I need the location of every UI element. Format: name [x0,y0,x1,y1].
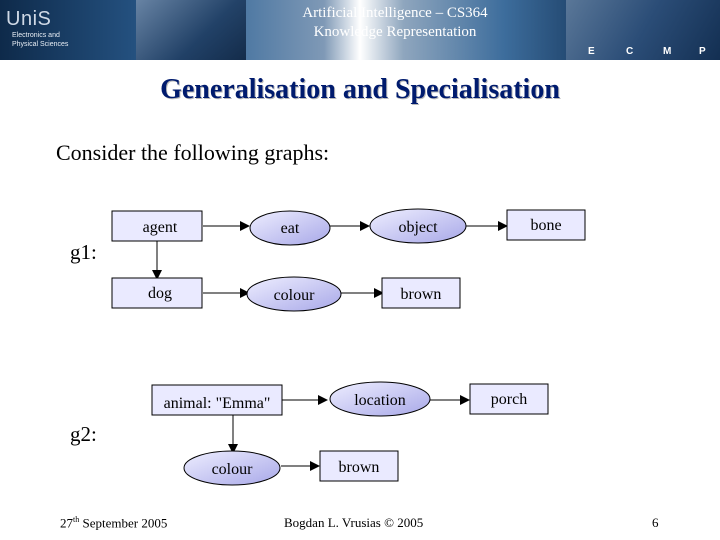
ecmp-letter-m: M [663,46,672,57]
g1-dog-text: dog [148,285,172,302]
g1-eat-text: eat [281,220,300,237]
g1-relation-object: object [369,208,467,244]
g1-object-text: object [398,219,438,236]
university-logo: UniS Electronics and Physical Sciences [6,8,124,54]
g2-concept-brown: brown [319,450,399,482]
g2-brown-text: brown [339,459,380,476]
footer-date-rest: September 2005 [79,515,168,531]
g1-agent-text: agent [143,219,178,236]
course-title-line2: Knowledge Representation [313,24,477,40]
g1-relation-eat: eat [249,210,331,246]
g2-label: g2: [70,422,97,446]
ecmp-letter-p: P [699,46,706,57]
g1-concept-bone: bone [506,209,586,241]
ecmp-letter-c: C [626,46,634,57]
g2-relation-colour: colour [183,450,281,486]
intro-text: Consider the following graphs: [56,140,330,165]
g1-concept-dog: dog [111,277,203,309]
g1-concept-agent: agent [111,210,203,242]
g1-brown-text: brown [401,286,442,303]
footer-page-number: 6 [652,515,659,530]
header-decoration-right [566,0,720,60]
g1-concept-brown: brown [381,277,461,309]
g2-animal-text: animal: "Emma" [164,395,271,412]
g2-relation-location: location [329,381,431,417]
g2-porch-text: porch [491,391,527,408]
slide-title: Generalisation and Specialisation [160,74,560,105]
g2-location-text: location [354,392,406,409]
logo-subtitle-line1: Electronics and [12,32,60,39]
g1-colour-text: colour [274,287,316,304]
course-title-line1: Artificial Intelligence – CS364 [302,5,488,21]
g2-colour-text: colour [212,461,254,478]
logo-wordmark: UniS [6,8,52,30]
course-title: Artificial Intelligence – CS364 Knowledg… [200,4,590,42]
ecmp-letter-e: E [588,46,595,57]
footer-date-day: 27 [60,515,73,531]
footer-date: 27th September 2005 [60,515,167,531]
g1-relation-colour: colour [246,276,342,312]
footer-author: Bogdan L. Vrusias © 2005 [284,515,424,530]
logo-subtitle-line2: Physical Sciences [12,41,69,48]
g2-concept-animal-emma: animal: "Emma" [151,384,283,416]
g2-concept-porch: porch [469,383,549,415]
header-decoration-left [136,0,246,60]
g1-label: g1: [70,240,97,264]
g1-bone-text: bone [530,217,561,234]
logo-subtitle: Electronics and Physical Sciences [12,31,122,49]
footer-date-suffix: th [73,515,80,524]
